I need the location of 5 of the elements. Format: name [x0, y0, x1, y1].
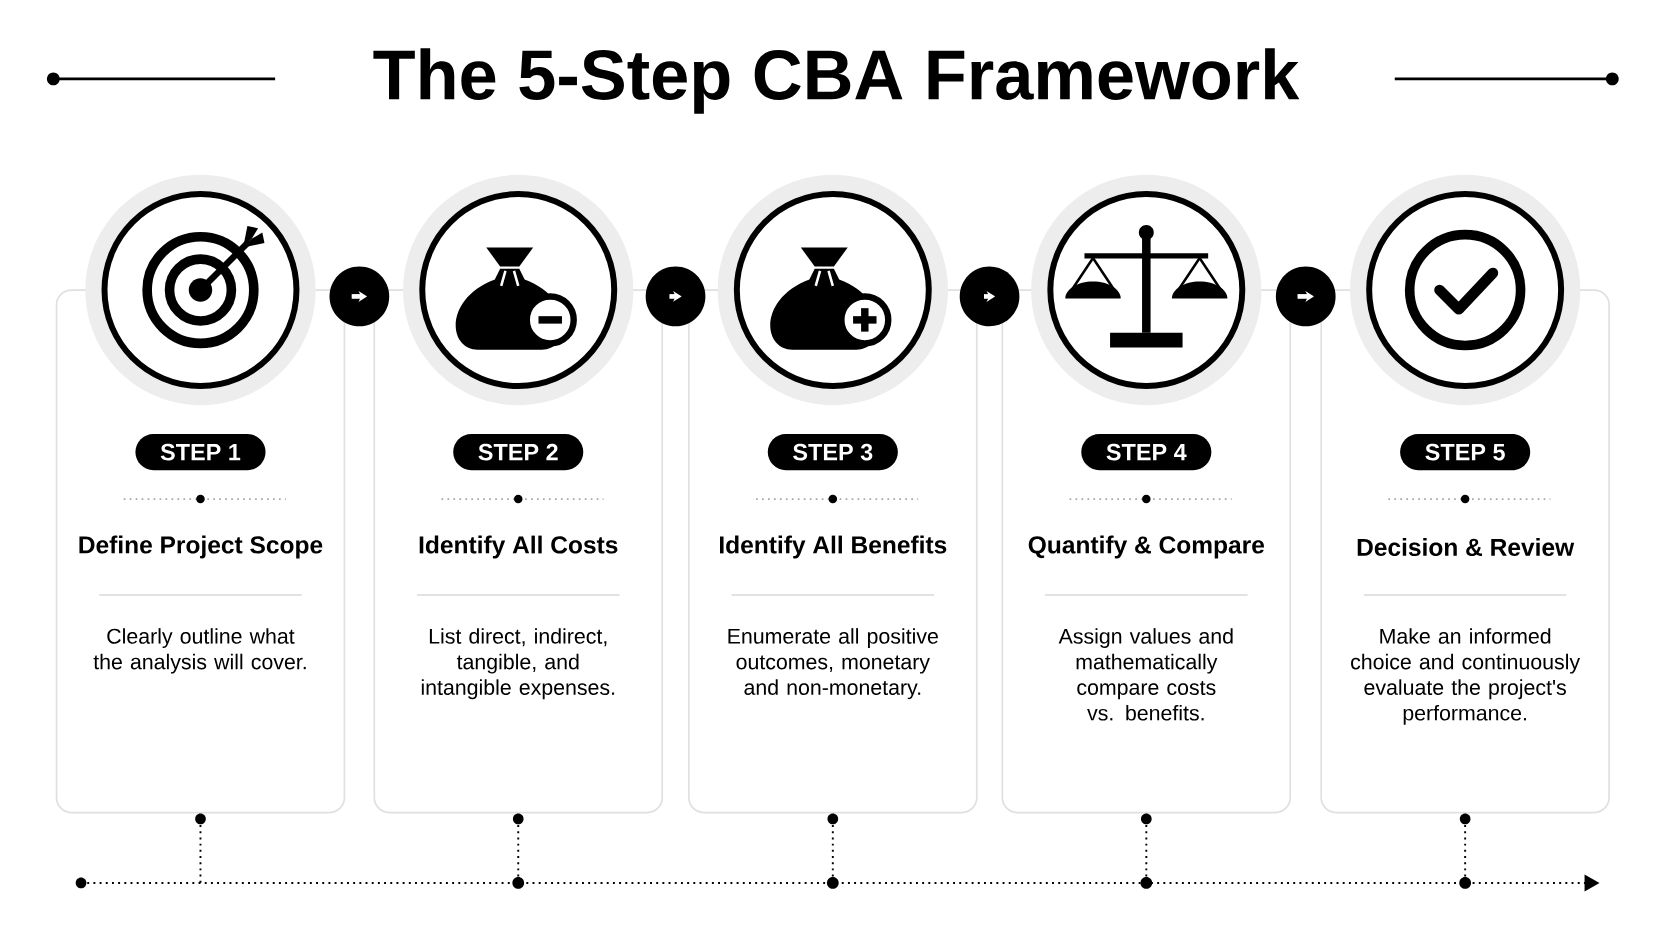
arrow — [645, 266, 706, 327]
arrow — [329, 266, 390, 327]
title: The 5-Step CBA Framework — [373, 48, 1300, 114]
arrow — [959, 266, 1020, 327]
arrow — [1275, 266, 1336, 327]
